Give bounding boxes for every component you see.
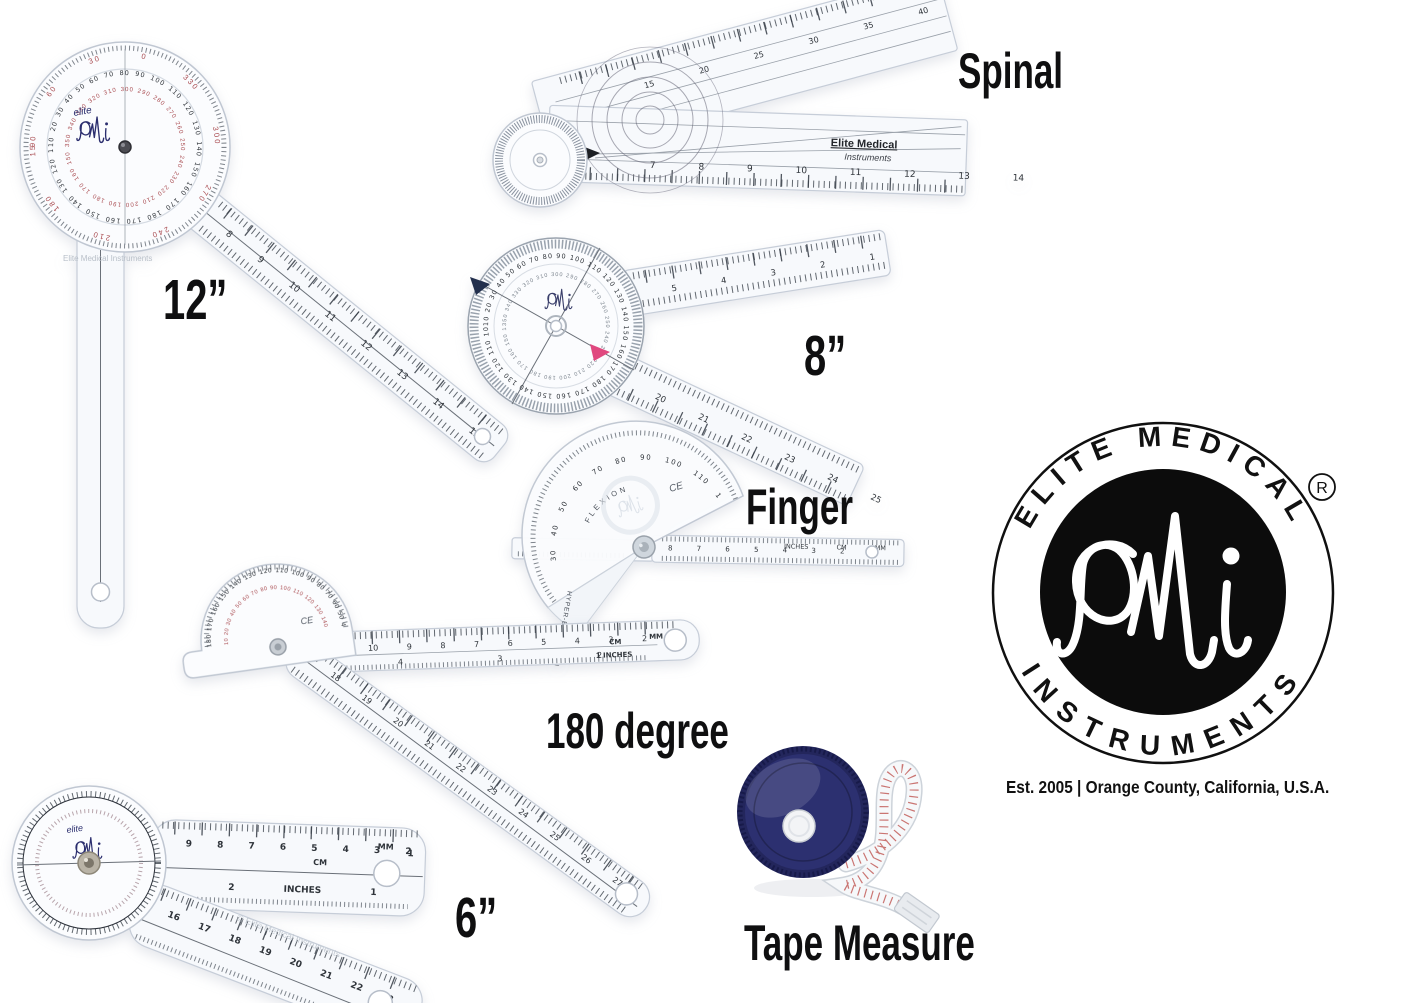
goniometer-180-cm-label: CM [609,638,621,646]
emi-logo: ELITE MEDICAL INSTRUMENTS R [991,420,1336,765]
goniometer-12-inch: 8 9 10 11 12 13 14 15 90 60 30 0 330 300… [0,0,509,629]
label-12-inch: 12” [163,268,228,332]
elite-script-text: elite [73,105,93,119]
goniometer-180-ce-mark: CE [300,615,315,627]
label-tape-measure: Tape Measure [744,915,975,971]
ruler-12-numbers: 8 9 10 11 12 13 14 15 [223,229,481,441]
goniometer-180-horizontal-arm: 11 10 9 8 7 6 5 4 3 2 CM MM 4 3 2 1 INCH… [294,619,700,674]
label-180-degree: 180 degree [546,703,729,759]
goniometer-6-horizontal-arm: 9 8 7 6 5 4 3 2 MM 1 CM 2 INCHES 1 [149,819,427,917]
goniometer-180-inch-label: 1 INCHES [596,651,633,660]
goniometer-6-mm-label: MM [378,842,394,852]
spinal-protractor-arcs [576,46,724,194]
goniometer-6-cm-label: CM [313,858,327,867]
spinal-goniometer: 15 20 25 30 35 40 7 8 9 10 11 12 13 14 E… [492,0,1025,208]
label-finger: Finger [746,479,853,535]
finger-ce-mark: CE [668,480,685,495]
label-8-inch: 8” [804,324,847,388]
dial-8-pink-arrow [590,344,610,361]
goniometer-6-inch: 9 8 7 6 5 4 3 2 MM 1 CM 2 INCHES 1 16 17… [11,785,456,1003]
dial-8-dark-arrow [470,277,490,295]
emi-mini-logo: elite [73,105,111,144]
spinal-dial [492,112,588,208]
goniometer-12-vertical-arm [76,149,125,629]
finger-ruler-units: INCHES CM MM [784,542,886,552]
registered-trademark: R [1308,473,1336,501]
tape-end-tab [893,892,940,934]
finger-ruler-numbers: 8 7 6 5 4 3 2 1 [668,544,873,556]
spinal-lower-ruler: 7 8 9 10 11 12 13 14 Elite Medical Instr… [546,104,1025,197]
spinal-brand-line1: Elite Medical [831,137,898,151]
logo-tagline: Est. 2005 | Orange County, California, U… [1006,777,1330,797]
tape-center-button [782,809,816,843]
goniometer-8-upper-arm: 5 4 3 2 1 [622,229,891,317]
goniometer-180-mm-label: MM [649,633,663,641]
spinal-brand-line2: Instruments [844,152,892,164]
tape-measure [737,746,940,934]
finger-fan: 30 40 50 60 70 80 90 100 110 120 FLEXION… [521,420,744,668]
label-6-inch: 6” [455,886,498,950]
goniometer-12-dial: 90 60 30 0 330 300 270 240 210 180 150 1… [0,0,231,263]
tape-measure-case [737,746,869,878]
elite-script-text: elite [66,823,84,835]
watermark-12: Elite Medical Instruments [63,254,152,263]
svg-text:R: R [1316,480,1328,497]
label-spinal: Spinal [958,43,1064,99]
finger-goniometer: 8 7 6 5 4 3 2 1 INCHES CM MM 30 40 50 60… [511,420,905,668]
emi-mini-logo: elite [66,823,103,861]
goniometer-6-one-label: 1 [407,849,414,859]
